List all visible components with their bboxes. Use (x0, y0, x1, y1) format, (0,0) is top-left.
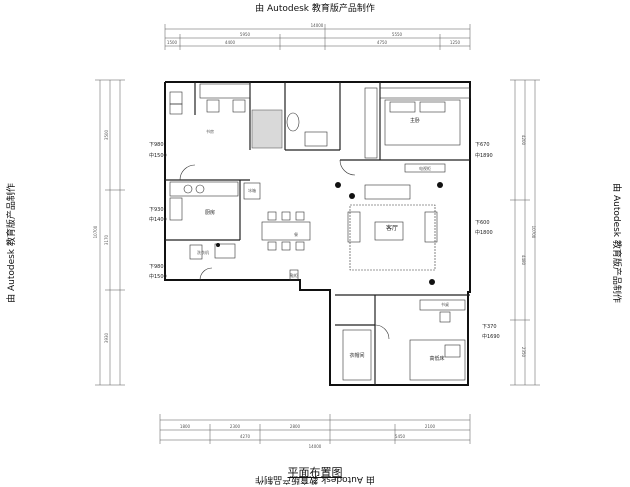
dim-right-b: 4480 (521, 255, 526, 266)
room-study: 书房 (206, 128, 214, 134)
plant-icons (216, 182, 443, 285)
level-right-1a: 下670 (475, 142, 490, 148)
bathroom-shade (251, 109, 283, 149)
dim-top-2: 5550 (392, 32, 403, 37)
label-desk: 书桌 (441, 301, 449, 307)
label-shoe-cabinet: 鞋柜 (290, 272, 298, 278)
label-fridge: 冰箱 (248, 187, 256, 193)
level-left-3b: 中1500 (149, 273, 167, 280)
dim-bottom-a: 1800 (180, 424, 191, 429)
room-closet: 衣帽间 (349, 352, 364, 359)
dim-bottom-b: 2300 (230, 424, 241, 429)
level-left-1a: 下980 (149, 142, 164, 148)
dim-left-a: 3500 (104, 129, 109, 140)
room-dining: 餐 (294, 231, 298, 237)
dim-top-overall: 14000 (311, 23, 324, 28)
room-kids-bed: 高低床 (429, 355, 444, 362)
dim-top-b: 4400 (225, 40, 236, 45)
dim-bottom-1: 4270 (240, 434, 251, 439)
level-left-2b: 中1400 (149, 216, 167, 223)
dim-top-a: 1500 (167, 40, 178, 45)
watermark-top: 由 Autodesk 教育版产品制作 (255, 4, 375, 14)
dim-bottom-c: 2800 (290, 424, 301, 429)
level-left-3a: 下980 (149, 264, 164, 270)
dim-left-b: 3170 (104, 234, 109, 245)
level-right-3b: 中1690 (482, 333, 500, 340)
dim-right-overall: 10700 (531, 226, 536, 239)
dim-top-d: 1250 (450, 40, 461, 45)
exterior-walls (164, 81, 471, 386)
interior-walls (165, 82, 470, 385)
dimension-lines (95, 24, 540, 444)
dim-left-overall: 10700 (93, 225, 98, 238)
dim-left-c: 3930 (104, 332, 109, 343)
level-left-2a: 下930 (149, 207, 164, 213)
dim-right-a: 4200 (521, 135, 526, 146)
dim-top-c: 4750 (377, 40, 388, 45)
level-left-1b: 中1500 (149, 152, 167, 159)
furniture (169, 83, 471, 381)
label-tv-cabinet: 电视柜 (419, 165, 431, 171)
level-right-3a: 下370 (482, 324, 497, 330)
dim-bottom-d: 2100 (425, 424, 436, 429)
dim-bottom-2: 5450 (395, 434, 406, 439)
room-master-bedroom: 主卧 (410, 117, 420, 124)
label-laundry: 洗衣机 (197, 249, 209, 255)
room-kitchen: 厨房 (205, 209, 215, 216)
level-right-2b: 中1800 (475, 229, 493, 236)
dim-top-1: 5950 (240, 32, 251, 37)
level-right-1b: 中1890 (475, 152, 493, 159)
room-living: 客厅 (386, 224, 398, 232)
drawing-title: 平面布置图 (287, 466, 343, 479)
dim-right-c: 2350 (521, 347, 526, 358)
dim-bottom-overall: 14000 (309, 444, 322, 449)
level-right-2a: 下600 (475, 220, 490, 226)
